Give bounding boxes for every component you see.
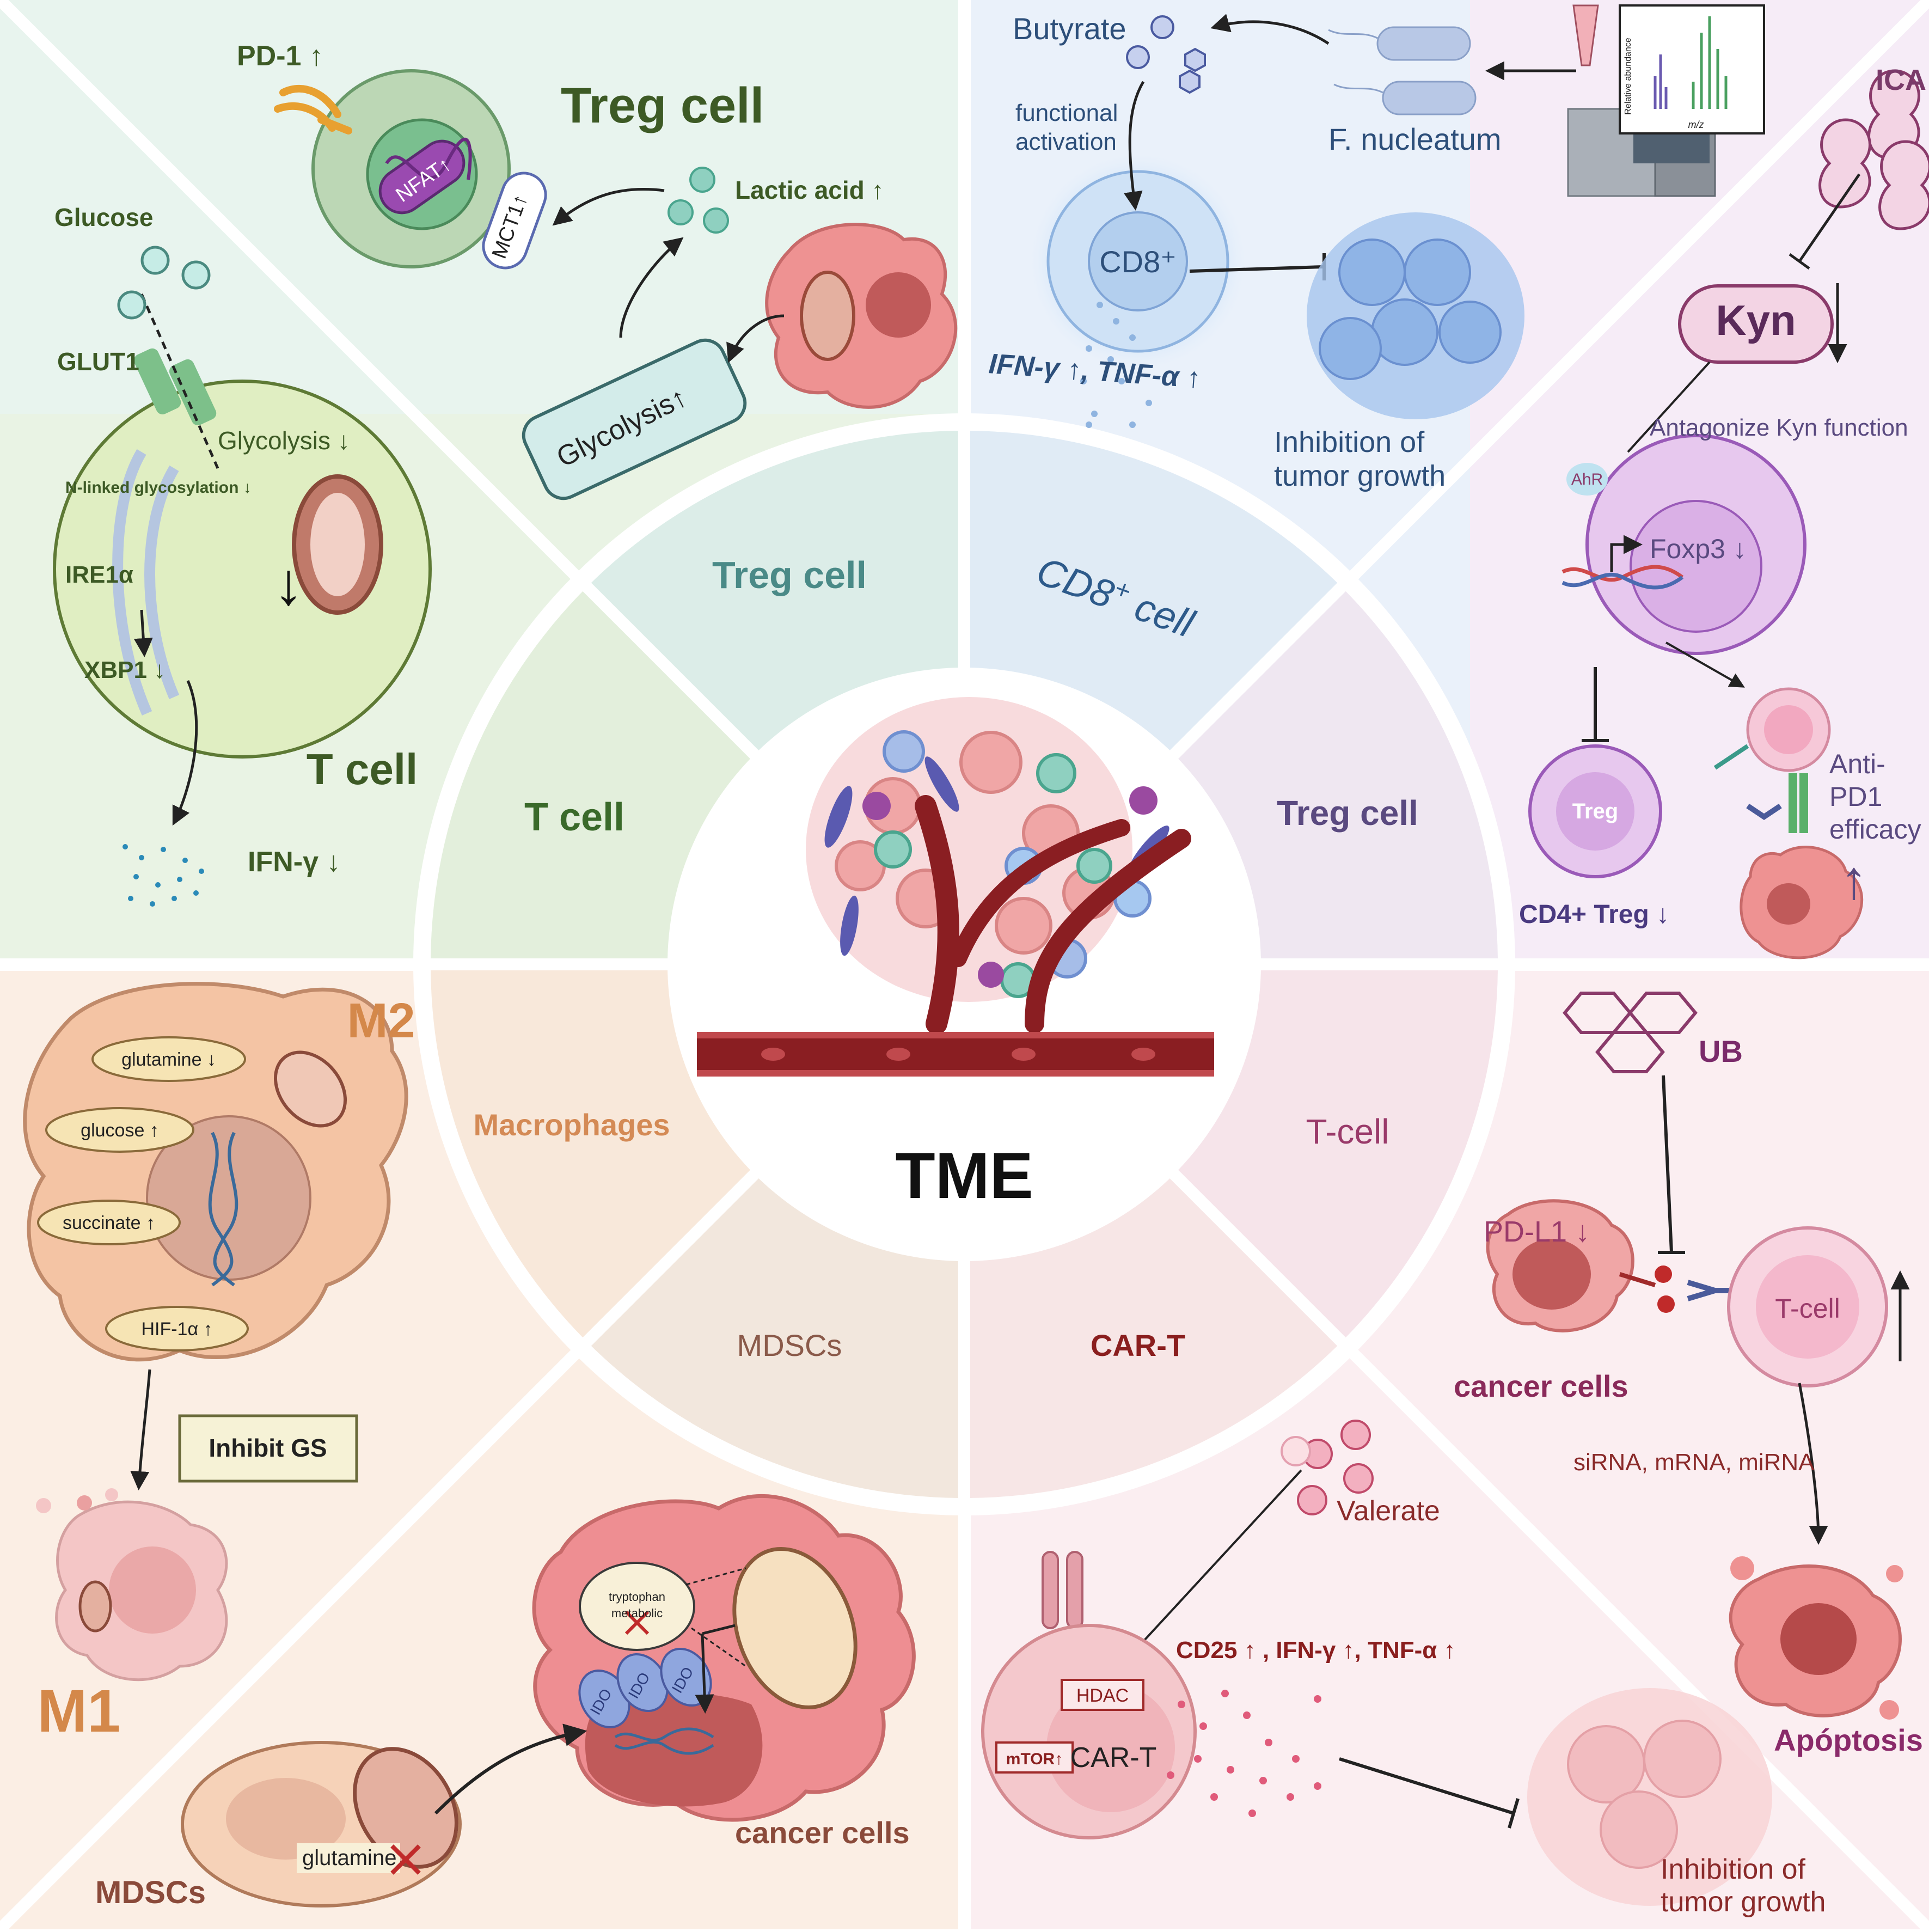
kyn-label: Kyn xyxy=(1716,296,1796,344)
glucose-molecule xyxy=(181,260,211,290)
panel-treg-right: Treg xyxy=(1528,69,1929,959)
pdl1-down-label: PD-L1 ↓ xyxy=(1484,1215,1590,1248)
butyrate-molecule xyxy=(1126,45,1150,69)
t-cell-title: T cell xyxy=(307,745,418,793)
panel-treg-top: NFAT↑ MCT1↑ Glycolysis↑ xyxy=(274,69,958,500)
ring-label-t-cell-right: T-cell xyxy=(1306,1112,1389,1151)
lactate-molecule xyxy=(689,167,715,193)
ifn-gamma-dots xyxy=(123,844,204,907)
ahr-label: AhR xyxy=(1571,470,1603,488)
butyrate-molecule xyxy=(1150,15,1174,39)
center-title: TME xyxy=(895,1139,1033,1212)
succinate-label: succinate ↑ xyxy=(63,1213,155,1233)
inhibit-gs-label: Inhibit GS xyxy=(209,1434,327,1462)
treg-small-label: Treg xyxy=(1572,799,1618,823)
valerate-label: Valerate xyxy=(1337,1495,1440,1527)
m1-label: M1 xyxy=(38,1678,121,1745)
sirna-label: siRNA, mRNA, miRNA xyxy=(1573,1449,1815,1476)
panel-t-cell-right xyxy=(1486,992,1910,1720)
cd4-treg-label: CD4+ Treg ↓ xyxy=(1519,900,1669,929)
mass-spec-peaks xyxy=(1654,16,1728,109)
anti-pd1-label-3: efficacy xyxy=(1829,814,1921,845)
hif-label: HIF-1α ↑ xyxy=(141,1319,212,1340)
glutamine-ellipse xyxy=(91,1036,246,1082)
glucose-molecule xyxy=(140,246,170,275)
glutamine-macro-label: glutamine ↓ xyxy=(121,1049,216,1070)
ring-label-cart: CAR-T xyxy=(1091,1328,1185,1362)
cart-cytokine-dots xyxy=(1167,1690,1321,1817)
anti-pd1-label-2: PD1 xyxy=(1829,781,1882,812)
ring-label-mdscs: MDSCs xyxy=(737,1328,842,1362)
lactate-molecule xyxy=(703,207,729,234)
valerate-molecule xyxy=(1343,1463,1374,1494)
apoptosis-label: Apóptosis xyxy=(1774,1723,1923,1757)
glucose-ellipse xyxy=(45,1107,194,1153)
glut1-label: GLUT1 xyxy=(57,347,139,376)
panel-cart xyxy=(981,1420,1772,1906)
ring-label-macrophages: Macrophages xyxy=(474,1108,670,1142)
valerate-molecule xyxy=(1281,1436,1311,1466)
panel-macrophages xyxy=(23,982,408,1682)
ub-label: UB xyxy=(1699,1034,1743,1068)
cancer-cells-left-label: cancer cells xyxy=(735,1815,910,1850)
ica-label: ICA xyxy=(1876,64,1926,96)
mdscs-label: MDSCs xyxy=(95,1875,206,1910)
cart-inhibition-label-1: Inhibition of xyxy=(1661,1854,1806,1885)
panel-mdsc xyxy=(181,1494,916,1907)
panel-t-cell: ↓ xyxy=(53,246,432,907)
anti-pd1-up-arrow: ↑ xyxy=(1840,849,1867,910)
f-nucleatum-label: F. nucleatum xyxy=(1328,122,1502,156)
ms-x-label: m/z xyxy=(1688,119,1704,130)
valerate-molecule xyxy=(1297,1485,1327,1515)
tryptophan-label-1: tryptophan xyxy=(609,1590,665,1604)
tryptophan-label-2: metabolic xyxy=(611,1606,663,1620)
ring-label-treg-right: Treg cell xyxy=(1277,793,1418,833)
anti-pd1-label-1: Anti- xyxy=(1829,749,1885,779)
cytokine-dots xyxy=(1080,302,1152,428)
cart-label: CAR-T xyxy=(1070,1742,1157,1774)
pd1-up-label: PD-1 ↑ xyxy=(237,40,323,72)
glucose-macro-label: glucose ↑ xyxy=(81,1120,159,1141)
hdac-label: HDAC xyxy=(1076,1685,1129,1706)
ms-y-label: Relative abundance xyxy=(1624,38,1633,115)
cd8-label: CD8⁺ xyxy=(1099,244,1177,279)
lactate-molecule xyxy=(668,199,694,225)
glucose-molecule xyxy=(117,290,146,320)
valerate-molecule xyxy=(1340,1420,1371,1450)
t-cell-right-label: T-cell xyxy=(1775,1293,1840,1324)
ring-label-treg-top: Treg cell xyxy=(712,554,867,596)
ifn-gamma-down-label: IFN-γ ↓ xyxy=(248,846,340,878)
succinate-ellipse xyxy=(37,1200,181,1245)
antagonize-label: Antagonize Kyn function xyxy=(1650,414,1908,441)
cart-inhibition-label-2: tumor growth xyxy=(1661,1886,1826,1918)
n-linked-label: N-linked glycosylation ↓ xyxy=(65,479,252,497)
cancer-cells-right-label: cancer cells xyxy=(1454,1369,1628,1403)
glycolysis-down-label: Glycolysis ↓ xyxy=(218,426,350,455)
cd8-inhibition-label-2: tumor growth xyxy=(1274,460,1446,492)
glucose-label: Glucose xyxy=(54,203,154,231)
butyrate-molecule xyxy=(1179,69,1201,94)
treg-top-title: Treg cell xyxy=(561,78,764,133)
glutamine-mdsc-label: glutamine xyxy=(302,1846,396,1870)
butyrate-label: Butyrate xyxy=(1013,11,1126,46)
xbp1-label: XBP1 ↓ xyxy=(84,657,166,683)
hif-ellipse xyxy=(105,1306,249,1352)
mtor-label: mTOR↑ xyxy=(1006,1750,1063,1768)
ire1a-label: IRE1α xyxy=(65,561,133,588)
cd8-inhibition-label-1: Inhibition of xyxy=(1274,426,1425,458)
panel-cd8: Relative abundance m/z xyxy=(1029,4,1765,428)
mito-down-arrow: ↓ xyxy=(274,551,304,617)
inhibit-gs-box xyxy=(178,1414,358,1483)
functional-label: functional xyxy=(1015,100,1118,126)
m2-label: M2 xyxy=(347,994,415,1048)
butyrate-molecule xyxy=(1184,47,1206,72)
ring-label-t-cell-left: T cell xyxy=(524,796,624,839)
lactic-acid-label: Lactic acid ↑ xyxy=(735,176,884,204)
activation-label: activation xyxy=(1015,129,1117,155)
tumor-microenvironment-illustration xyxy=(697,697,1214,1077)
cart-cytokines-label: CD25 ↑ , IFN-γ ↑, TNF-α ↑ xyxy=(1176,1637,1456,1664)
foxp3-label: Foxp3 ↓ xyxy=(1650,534,1747,564)
